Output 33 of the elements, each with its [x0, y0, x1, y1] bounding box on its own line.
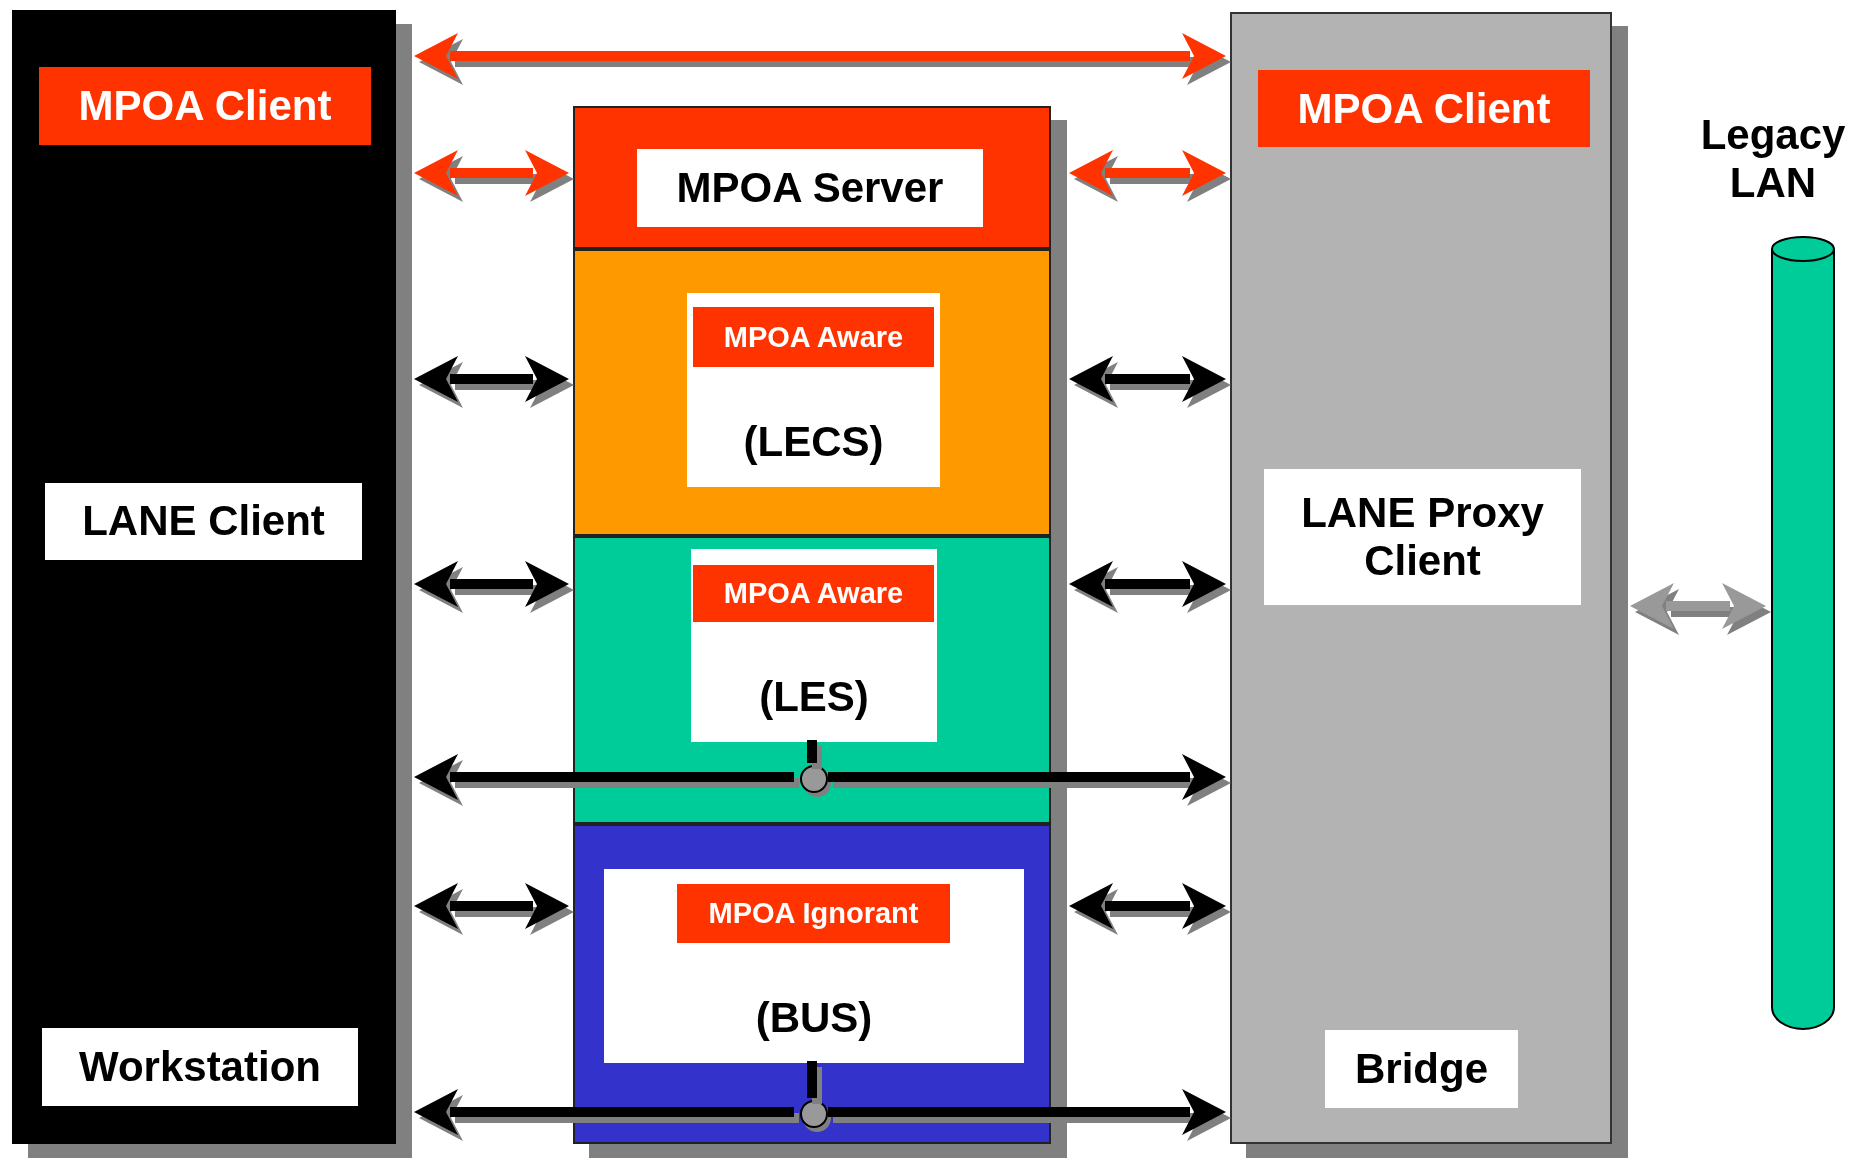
connector-line — [807, 1061, 817, 1098]
arrow — [414, 1089, 794, 1135]
service-card — [687, 293, 940, 487]
double-arrow — [1069, 883, 1226, 929]
lan-heading: Legacy LAN — [1699, 111, 1847, 208]
double-arrow — [1630, 583, 1766, 629]
title-label: MPOA Client — [39, 67, 371, 145]
arrow — [414, 754, 794, 800]
arrow — [828, 1089, 1226, 1135]
service-card — [691, 549, 937, 742]
name-label: LANE Proxy Client — [1264, 469, 1581, 605]
double-arrow — [414, 356, 569, 402]
arrow — [828, 754, 1226, 800]
double-arrow — [414, 150, 569, 196]
double-arrow — [1069, 356, 1226, 402]
service-card — [604, 869, 1024, 1063]
name-label: MPOA Server — [637, 149, 983, 227]
service-name: (LES) — [758, 676, 870, 718]
name-label: LANE Client — [45, 483, 362, 560]
double-arrow — [414, 33, 1226, 79]
status-tag: MPOA Aware — [693, 307, 934, 367]
status-tag: MPOA Aware — [693, 565, 934, 622]
status-tag: MPOA Ignorant — [677, 884, 950, 943]
double-arrow — [1069, 150, 1226, 196]
name-label: Workstation — [42, 1028, 358, 1106]
connector-line — [807, 740, 817, 763]
service-name: (LECS) — [742, 421, 885, 463]
double-arrow — [414, 883, 569, 929]
double-arrow — [1069, 561, 1226, 607]
double-arrow — [414, 561, 569, 607]
service-name: (BUS) — [754, 997, 874, 1039]
name-label: Bridge — [1325, 1030, 1518, 1108]
title-label: MPOA Client — [1258, 70, 1590, 147]
